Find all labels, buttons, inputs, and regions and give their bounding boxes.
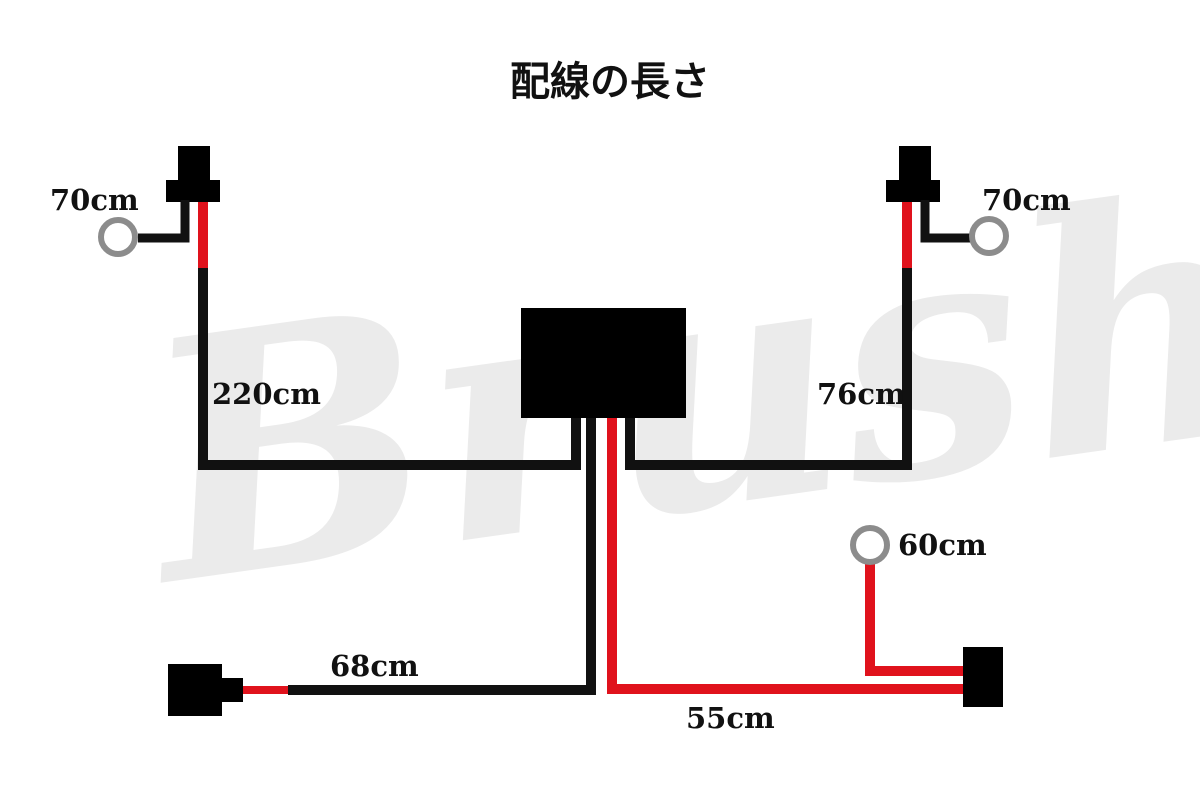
wire-left-main bbox=[198, 268, 581, 470]
wire-bottom-right-ring-lead bbox=[865, 562, 964, 676]
wire-right-main bbox=[625, 268, 912, 470]
label-bottom-left: 68cm bbox=[330, 649, 419, 683]
connector-bottom-left-body bbox=[168, 664, 222, 716]
wire-bottom-left bbox=[288, 418, 596, 695]
control-box bbox=[521, 308, 686, 418]
connector-bottom-left-nose bbox=[220, 678, 243, 702]
wire-top-left-ground bbox=[138, 200, 190, 243]
label-left-main: 220cm bbox=[212, 377, 321, 411]
diagram-title: 配線の長さ bbox=[510, 58, 710, 105]
connector-top-left-body bbox=[166, 180, 220, 202]
ring-terminal-top-right bbox=[969, 216, 1009, 256]
label-top-right-ring: 70cm bbox=[982, 183, 1071, 217]
connector-top-right-body bbox=[886, 180, 940, 202]
connector-bottom-right bbox=[963, 647, 1003, 707]
ring-terminal-top-left bbox=[98, 217, 138, 257]
label-bottom-right-ring: 60cm bbox=[898, 528, 987, 562]
connector-top-left-cap bbox=[178, 146, 210, 182]
ring-terminal-bottom-right bbox=[850, 525, 890, 565]
label-right-main: 76cm bbox=[817, 377, 906, 411]
label-bottom-right: 55cm bbox=[686, 701, 775, 735]
label-top-left-ring: 70cm bbox=[50, 183, 139, 217]
wire-top-right-ground bbox=[920, 200, 971, 243]
wire-bottom-right-red bbox=[607, 418, 964, 694]
connector-top-right-cap bbox=[899, 146, 931, 182]
